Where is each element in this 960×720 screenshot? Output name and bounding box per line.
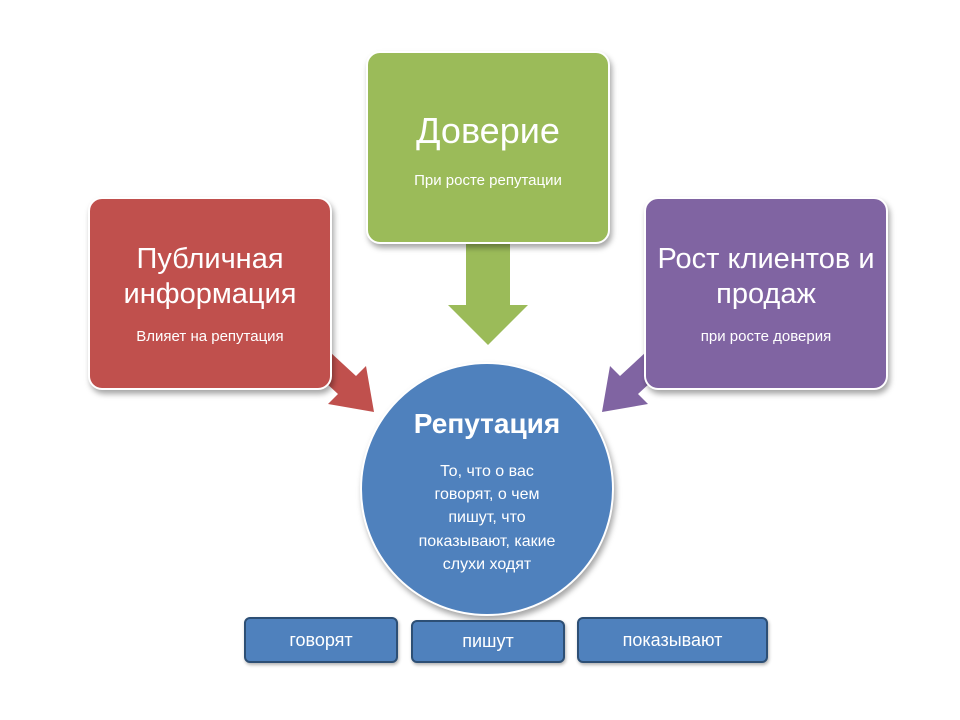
arrow-trust-to-reputation [448,244,528,345]
public-info-box: Публичная информация Влияет на репутация [88,197,332,390]
trust-subtitle: При росте репутации [414,172,562,190]
trust-box: Доверие При росте репутации [366,51,610,244]
growth-title: Рост клиентов и продаж [657,243,875,310]
reputation-title: Репутация [413,408,561,439]
growth-subtitle: при росте доверия [700,327,832,345]
public-info-subtitle: Влияет на репутация [136,327,284,345]
trust-title: Доверие [416,110,560,151]
tag-pishut: пишут [411,620,565,663]
tag-govoryat: говорят [244,617,398,663]
public-info-title: Публичная информация [123,243,297,310]
reputation-circle: Репутация То, что о вас говорят, о чем п… [360,362,614,616]
tag-pokazyvayut: показывают [577,617,768,663]
reputation-description: То, что о вас говорят, о чем пишут, что … [418,463,556,573]
growth-box: Рост клиентов и продаж при росте доверия [644,197,888,390]
